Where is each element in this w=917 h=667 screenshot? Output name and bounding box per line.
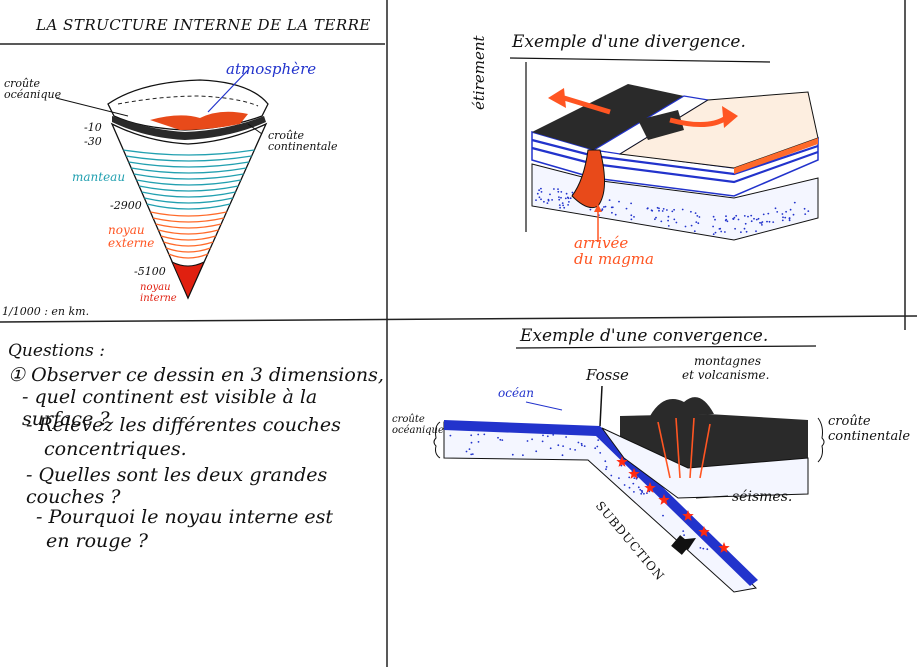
label-manteau: manteau [72,170,126,184]
depth-10: -10 [84,121,102,134]
label-noyau-externe: noyau externe [108,223,155,250]
label-du-magma: du magma [574,250,654,268]
label-montagnes: montagnes [694,354,761,368]
question-line-6: - Pourquoi le noyau interne est [36,506,333,528]
earth-cone-diagram [55,69,269,300]
label-croute-continentale: croûte continentale [828,414,911,444]
earth-structure-panel: LA STRUCTURE INTERNE DE LA TERRE croûte … [0,0,386,321]
label-atmosphere: atmosphère [226,60,317,78]
divergence-diagram [509,57,819,242]
convergence-title: Exemple d'une convergence. [520,326,769,346]
convergence-diagram [433,345,825,593]
label-croute-continentale: croûte continentale [268,129,338,153]
label-croute-oceanique: croûte océanique [4,77,62,101]
divergence-title: Exemple d'une divergence. [512,32,746,52]
depth-30: -30 [84,135,102,148]
question-line-1: ① Observer ce dessin en 3 dimensions, [8,364,384,386]
label-fosse: Fosse [586,366,629,384]
questions-heading: Questions : [8,341,105,361]
question-line-3: - Relevez les différentes couches [26,414,341,436]
convergence-panel: Exemple d'une convergence. océan Fo [388,318,917,667]
label-etirement: étirement [470,35,488,110]
scale-note: 1/1000 : en km. [2,305,90,318]
earth-structure-title: LA STRUCTURE INTERNE DE LA TERRE [36,16,371,34]
question-line-4: concentriques. [44,438,187,460]
label-volcanisme: et volcanisme. [682,368,770,382]
divergence-panel: Exemple d'une divergence. étirement arri… [388,0,904,318]
depth-2900: -2900 [110,199,142,212]
label-arrivee: arrivée [574,234,629,252]
question-line-7: en rouge ? [46,530,148,552]
question-line-5: - Quelles sont les deux grandes couches … [26,464,328,508]
question-line-2: - quel continent est visible à la surfac… [22,386,318,430]
questions-panel: Questions : ① Observer ce dessin en 3 di… [0,324,386,667]
label-noyau-interne: noyau interne [140,282,177,304]
label-ocean: océan [498,386,534,400]
depth-5100: -5100 [134,265,166,278]
label-seismes: séismes. [732,489,793,505]
label-croute-oceanique: croûte océanique [392,414,444,436]
